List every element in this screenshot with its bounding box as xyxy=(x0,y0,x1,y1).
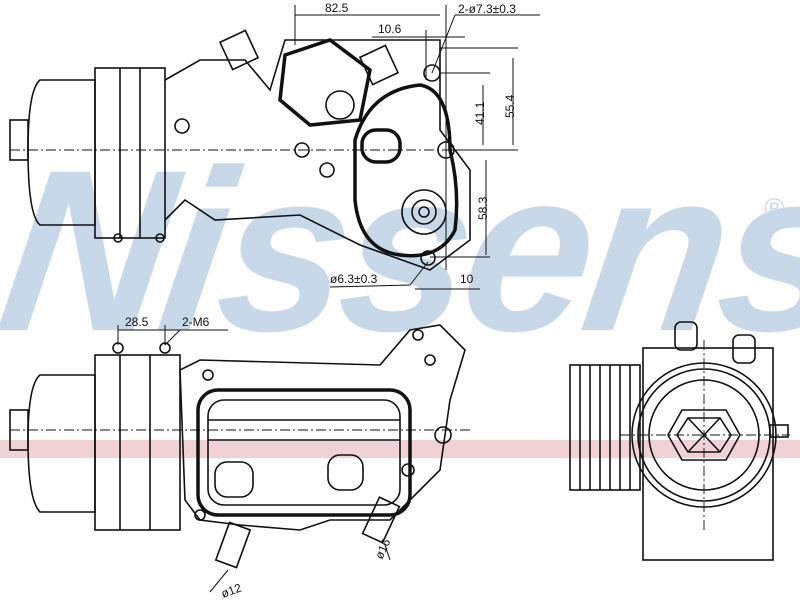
dim-hole-bottom: ø6.3±0.3 xyxy=(330,272,378,286)
dim-2-m6: 2-M6 xyxy=(182,315,210,329)
dim-10-6: 10.6 xyxy=(378,22,402,36)
front-dimensions: 28.5 2-M6 ø12 ø16 xyxy=(117,315,394,600)
watermark-logo-text: Nissens xyxy=(0,122,800,379)
front-view xyxy=(9,324,470,569)
registered-mark: ® xyxy=(764,193,785,224)
dim-58-3: 58.3 xyxy=(476,196,490,220)
dim-28-5: 28.5 xyxy=(125,315,149,329)
dim-82-5: 82.5 xyxy=(325,1,349,15)
dim-41-1: 41.1 xyxy=(473,101,487,125)
top-side-view xyxy=(9,29,471,271)
nissens-watermark: Nissens ® xyxy=(0,122,800,458)
end-view xyxy=(569,321,790,561)
dim-holes-top: 2-ø7.3±0.3 xyxy=(458,2,516,16)
top-dimensions: 82.5 10.6 2-ø7.3±0.3 41.1 55.4 58.3 ø6.3… xyxy=(294,1,540,290)
dim-pipe-12: ø12 xyxy=(219,580,244,600)
dim-10: 10 xyxy=(460,272,474,286)
dim-55-4: 55.4 xyxy=(503,94,517,118)
